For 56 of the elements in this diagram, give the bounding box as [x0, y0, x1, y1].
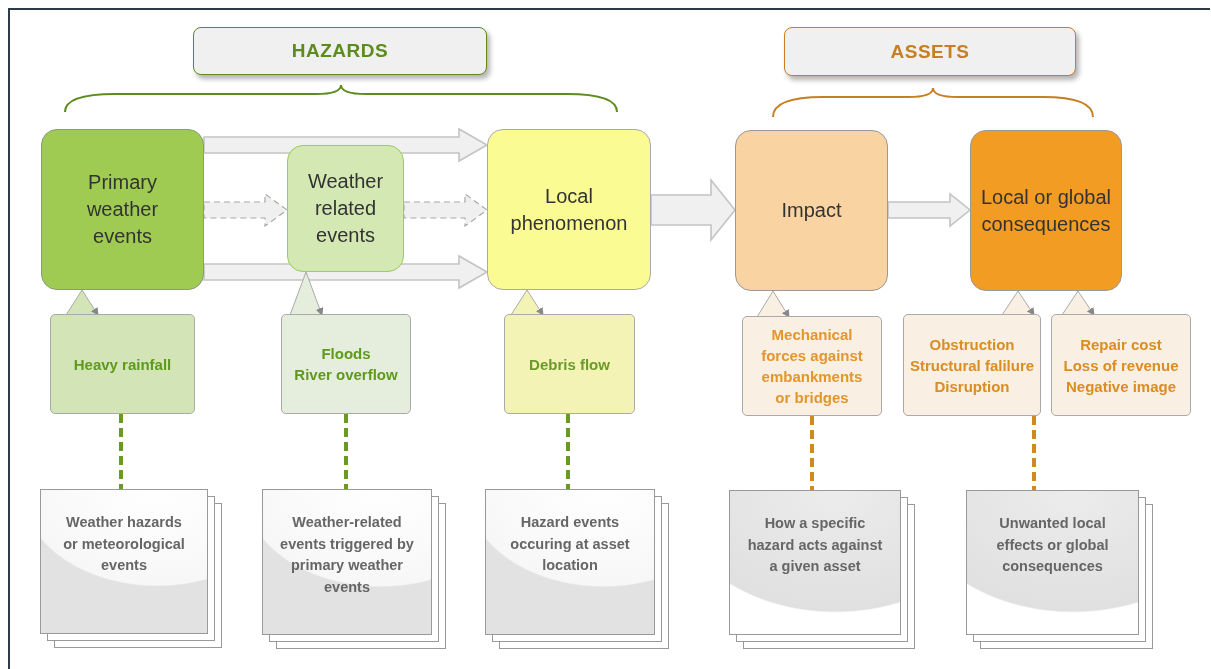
dashed-connector	[344, 414, 348, 489]
callout-text: River overflow	[294, 365, 398, 385]
process-box	[41, 129, 204, 290]
callout-box	[50, 314, 195, 414]
callout-box	[903, 314, 1041, 416]
callout-box	[742, 316, 882, 416]
callout-text: Heavy rainfall	[73, 354, 172, 375]
callout-text: Loss of revenue	[1063, 355, 1179, 376]
block-arrow	[403, 192, 489, 228]
block-arrow	[887, 192, 972, 228]
box-label: Weather related events	[306, 169, 385, 248]
header-box	[784, 27, 1076, 76]
document-text: Weather-related events triggered by primary weather events	[279, 513, 415, 597]
callout-pointer	[756, 290, 790, 318]
box-label: Impact	[781, 198, 842, 223]
dashed-connector	[810, 416, 814, 490]
dashed-connector	[566, 414, 570, 489]
callout-text: Negative image	[1065, 376, 1176, 397]
callout-text: Mechanical forces against embankments or bridges	[760, 325, 864, 408]
callout-text: Obstruction	[929, 334, 1015, 355]
callout-text: Repair cost	[1080, 334, 1162, 355]
dashed-connector	[119, 414, 123, 489]
box-label: Local phenomenon	[509, 183, 629, 236]
callout-box	[281, 314, 411, 414]
document-stack	[485, 489, 669, 649]
callout-pointer	[289, 271, 324, 316]
callout-box	[1051, 314, 1191, 416]
document-stack	[40, 489, 222, 648]
header-label: HAZARDS	[291, 40, 389, 62]
callout-pointer	[510, 289, 544, 316]
header-label: ASSETS	[890, 40, 970, 63]
callout-pointer	[1001, 290, 1035, 316]
box-label: Primary weather events	[85, 170, 160, 249]
callout-pointer	[1061, 290, 1095, 316]
block-arrow	[650, 177, 737, 243]
callout-pointer	[65, 289, 99, 316]
document-text: How a specific hazard acts against a given asset	[746, 514, 884, 576]
block-arrow	[203, 192, 289, 228]
document-stack	[262, 489, 446, 649]
callout-text: Disruption	[934, 376, 1010, 397]
box-label: Local or global consequences	[979, 184, 1113, 237]
document-text: Unwanted local effects or global consequences	[995, 514, 1110, 576]
process-box	[287, 145, 404, 272]
process-box	[970, 130, 1122, 291]
document-text: Weather hazards or meteorological events	[62, 513, 186, 575]
header-box	[193, 27, 487, 75]
document-stack	[729, 490, 915, 649]
callout-text: Structural falilure	[909, 355, 1035, 376]
process-box	[487, 129, 651, 290]
callout-text: Floods	[321, 344, 371, 364]
document-text: Hazard events occuring at asset location	[509, 513, 631, 575]
document-stack	[966, 490, 1153, 649]
callout-box	[504, 314, 635, 414]
process-box	[735, 130, 888, 291]
callout-text: Debris flow	[529, 354, 610, 375]
dashed-connector	[1032, 416, 1036, 490]
